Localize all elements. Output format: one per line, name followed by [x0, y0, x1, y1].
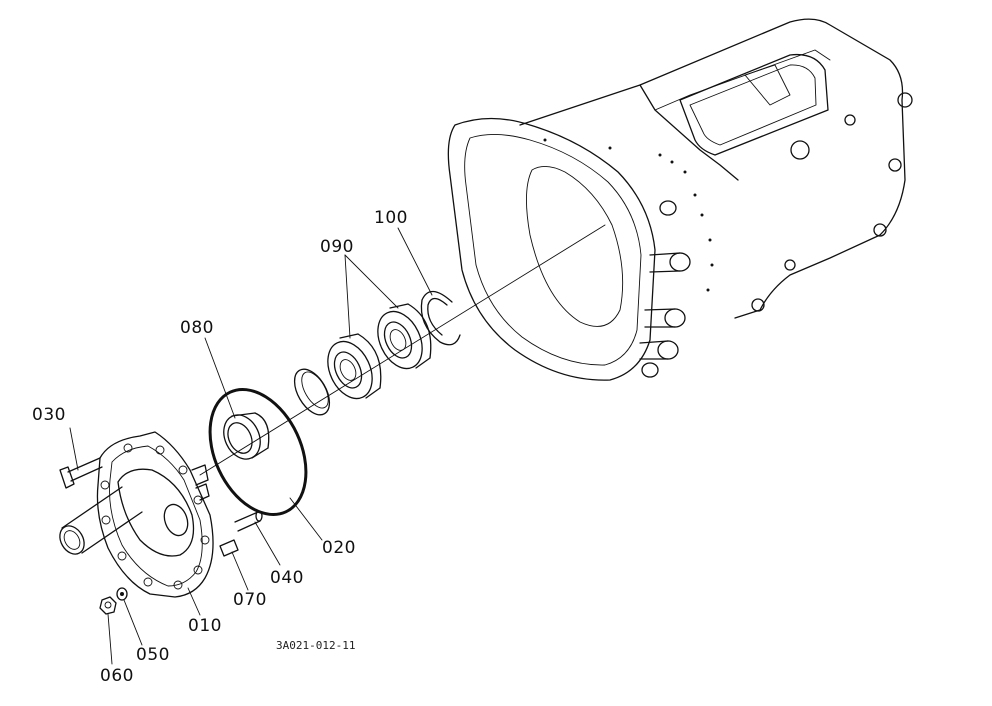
oil-seal-080: [223, 412, 270, 460]
pin-070: [219, 539, 239, 557]
callout-labels: 080 090 100 030 020 040 070 010 050 060: [32, 208, 408, 686]
front-cover-010: [59, 431, 214, 598]
callout-080: 080: [180, 318, 214, 338]
drawing-code: 3A021-012-11: [276, 639, 355, 652]
snap-ring-inner: [293, 368, 331, 416]
snap-ring-100: [420, 290, 461, 346]
o-ring-020: [208, 387, 308, 517]
callout-090: 090: [320, 237, 354, 257]
bolt-030: [59, 457, 103, 489]
callout-060: 060: [100, 666, 134, 686]
bearing-090-b: [377, 303, 432, 370]
washer-050: [116, 587, 128, 601]
callout-040: 040: [270, 568, 304, 588]
leader-lines: [69, 227, 433, 665]
stud-040: [234, 510, 263, 532]
callout-050: 050: [136, 645, 170, 665]
callout-030: 030: [32, 405, 66, 425]
callout-010: 010: [188, 616, 222, 636]
nut-060: [99, 596, 117, 615]
transmission-housing: [447, 18, 913, 381]
callout-100: 100: [374, 208, 408, 228]
callout-070: 070: [233, 590, 267, 610]
bearing-090-a: [327, 333, 382, 400]
callout-020: 020: [322, 538, 356, 558]
